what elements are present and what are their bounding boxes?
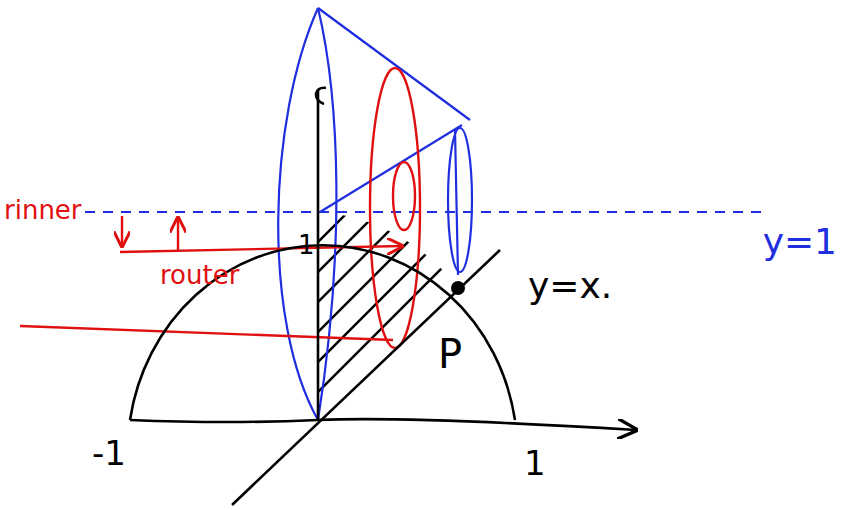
axis-tick-label: -1 [92, 436, 126, 470]
radius-label: rinner [4, 197, 82, 223]
line-label: y=1 [763, 224, 837, 260]
line-y-1 [85, 211, 765, 213]
curve-label: y=x. [528, 268, 612, 304]
radius-label: router [160, 262, 239, 288]
point-p [451, 281, 465, 295]
blue-solid-outline [278, 8, 472, 420]
point-label: P [438, 334, 462, 374]
axis-tick-label: 1 [524, 446, 546, 480]
axis-tick-label: 1 [298, 232, 315, 258]
hatched-region [300, 200, 480, 410]
axes-and-curve [130, 88, 636, 505]
